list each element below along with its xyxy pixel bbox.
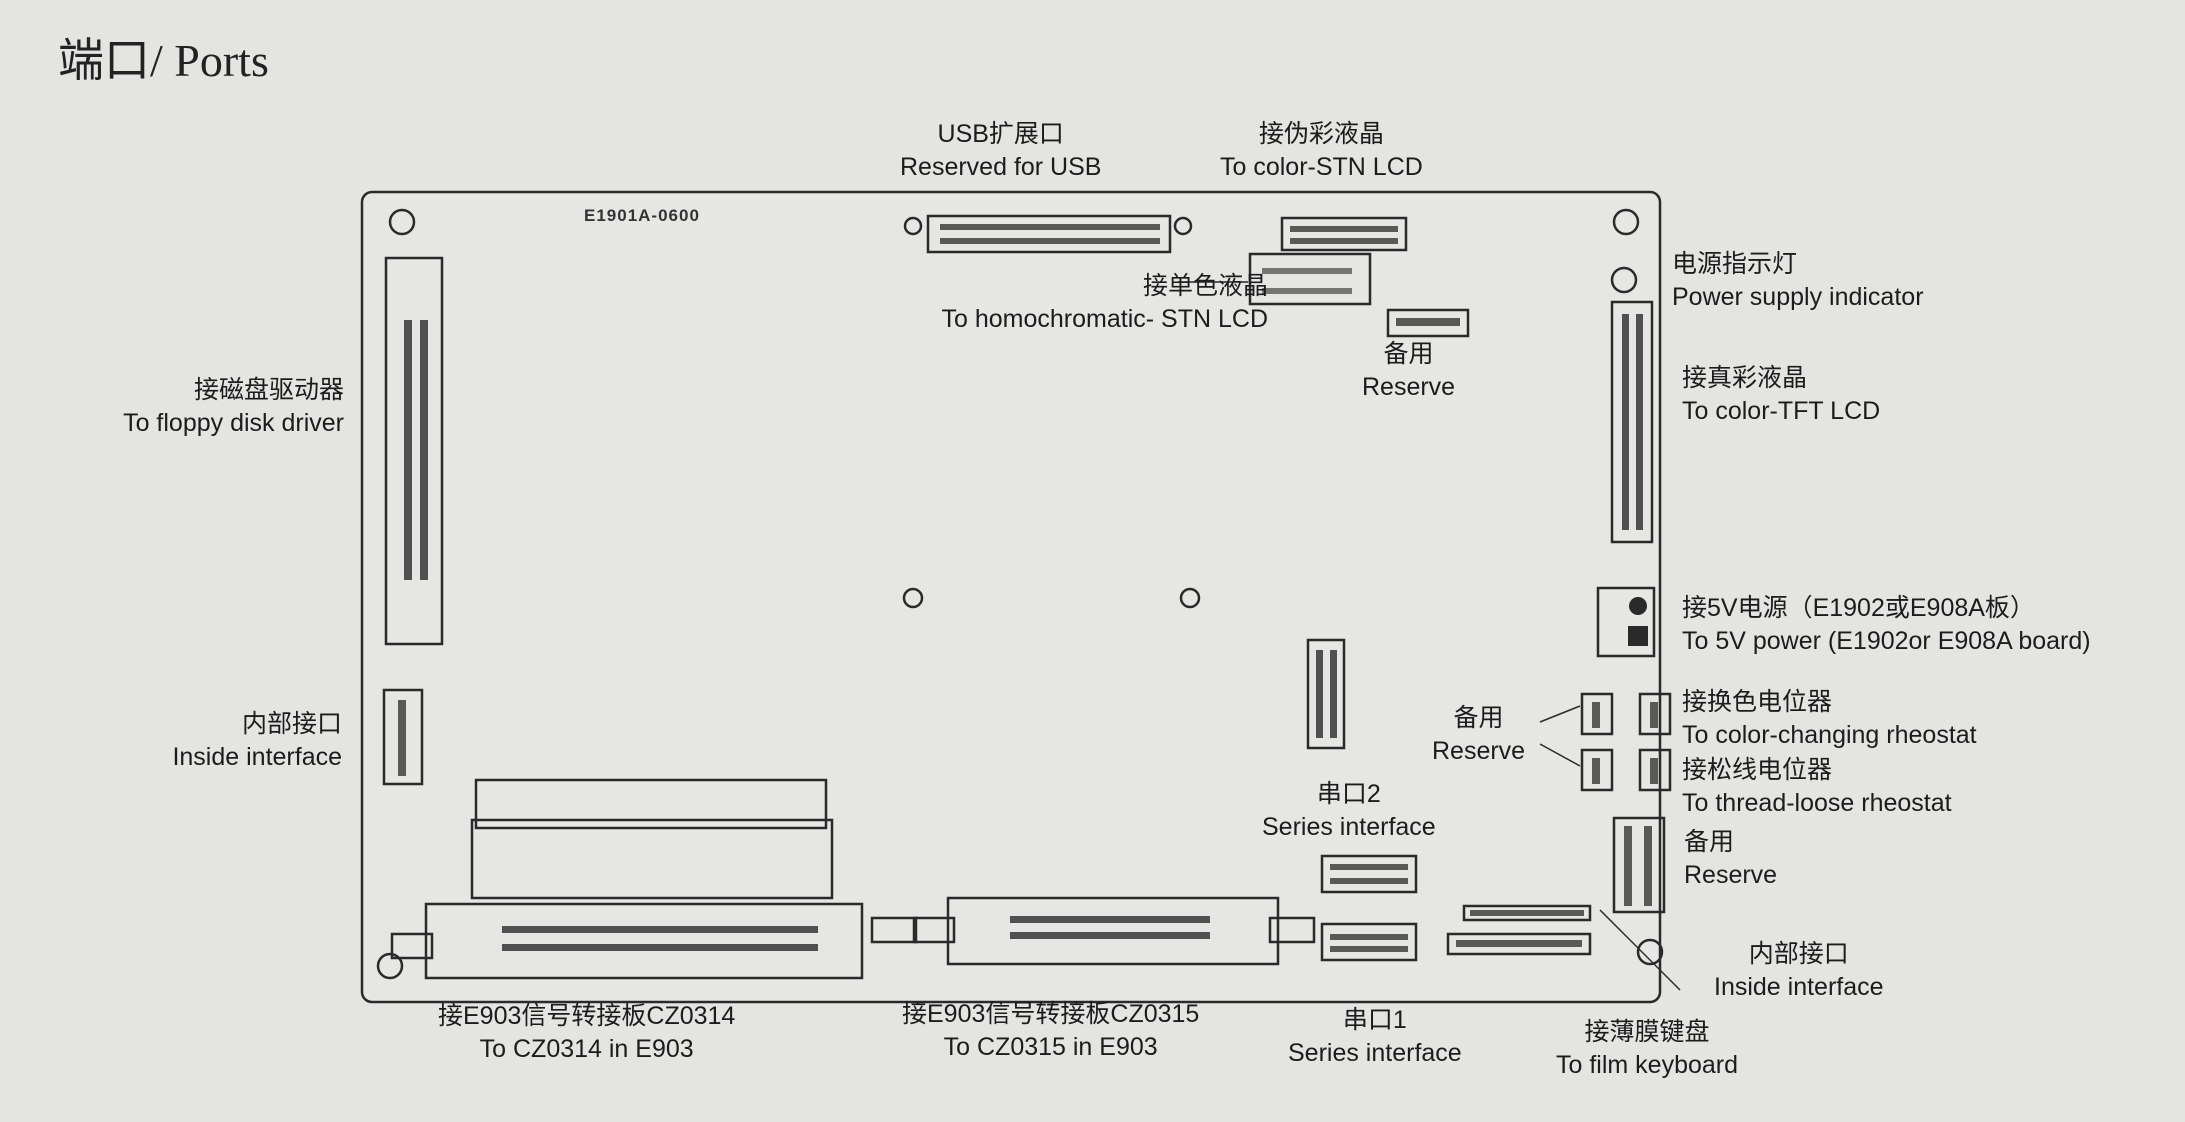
floppy-connector — [384, 256, 444, 646]
usb-pins — [940, 224, 1160, 244]
mount-hole — [388, 208, 416, 236]
label-power-5v: 接5V电源（E1902或E908A板）To 5V power (E1902or … — [1682, 594, 2091, 655]
ic-block — [474, 778, 828, 830]
mount-hole — [902, 587, 924, 609]
reserve-connector-top — [1386, 308, 1470, 338]
serial-header — [1320, 854, 1418, 894]
color-rheostat-connector — [1638, 692, 1672, 736]
mount-hole — [903, 216, 923, 236]
mount-hole — [1173, 216, 1193, 236]
mount-hole — [1636, 938, 1664, 966]
cz0314-connector — [424, 902, 864, 980]
color-stn-connector — [1280, 216, 1408, 252]
film-keyboard-connector — [1462, 904, 1592, 922]
board-code: E1901A-0600 — [584, 206, 700, 225]
thread-rheostat-connector — [1638, 748, 1672, 792]
pcb-board-outline — [360, 190, 1662, 1004]
page-title: 端口/ Ports — [58, 35, 269, 86]
mount-hole — [1179, 587, 1201, 609]
mount-hole — [1612, 208, 1640, 236]
reserve-connector-right — [1612, 816, 1666, 914]
cz0315-connector — [946, 896, 1280, 966]
reserve-rheostat-connector — [1580, 692, 1614, 736]
power-led — [1610, 266, 1638, 294]
usb-connector — [926, 214, 1172, 254]
tft-connector — [1610, 300, 1654, 544]
reserve-rheostat-connector — [1580, 748, 1614, 792]
serial1-connector — [1320, 922, 1418, 962]
power-5v-connector — [1596, 586, 1656, 658]
inside-interface-connector-left — [382, 688, 424, 786]
mono-stn-connector — [1248, 252, 1372, 306]
ic-block — [470, 818, 834, 900]
serial2-connector — [1306, 638, 1346, 750]
film-keyboard-connector — [1446, 932, 1592, 956]
mount-hole — [376, 952, 404, 980]
